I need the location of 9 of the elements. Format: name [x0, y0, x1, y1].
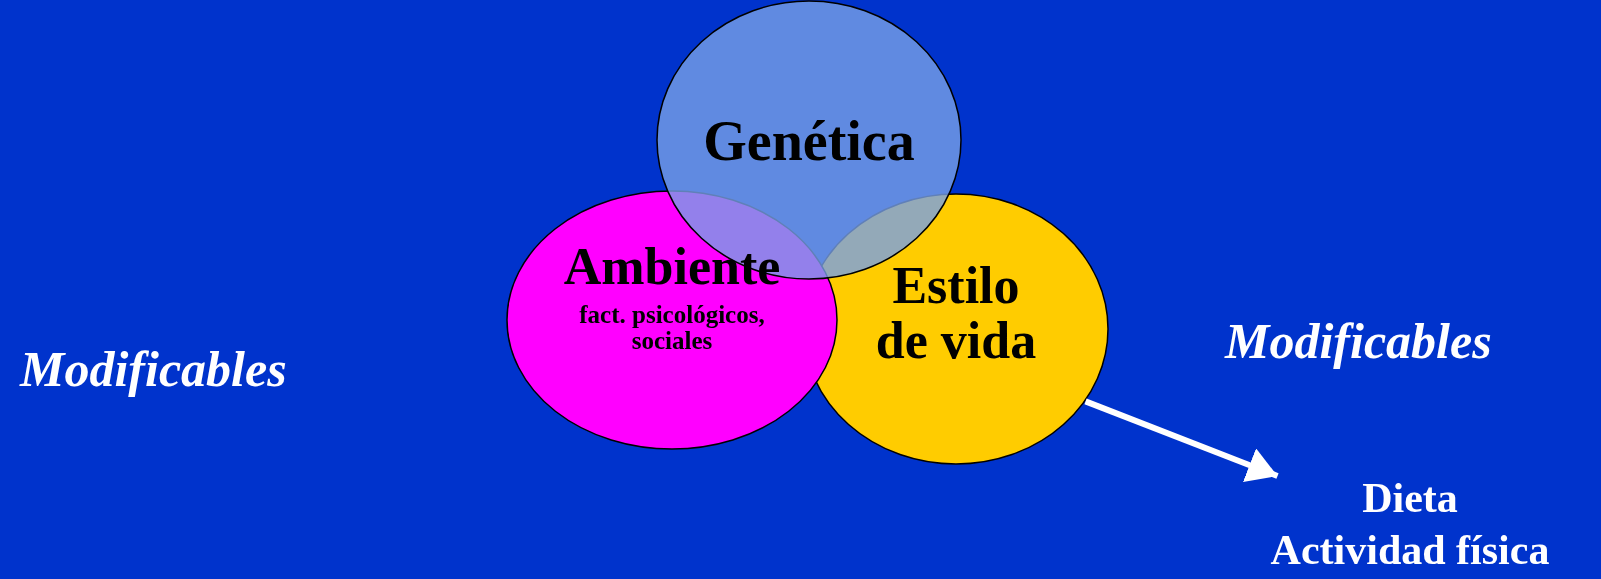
circle-label: Estilo de vida [874, 259, 1038, 369]
list-item: Actividad física [1269, 528, 1551, 573]
arrow [1084, 398, 1279, 482]
side-label: Modificables [20, 340, 287, 398]
list-item: Dieta [1361, 476, 1459, 521]
circle-label: Genética [702, 112, 916, 171]
circle-label: Ambiente [562, 240, 782, 295]
side-label: Modificables [1225, 312, 1492, 370]
circle-sublabel: fact. psicológicos, sociales [578, 302, 766, 355]
